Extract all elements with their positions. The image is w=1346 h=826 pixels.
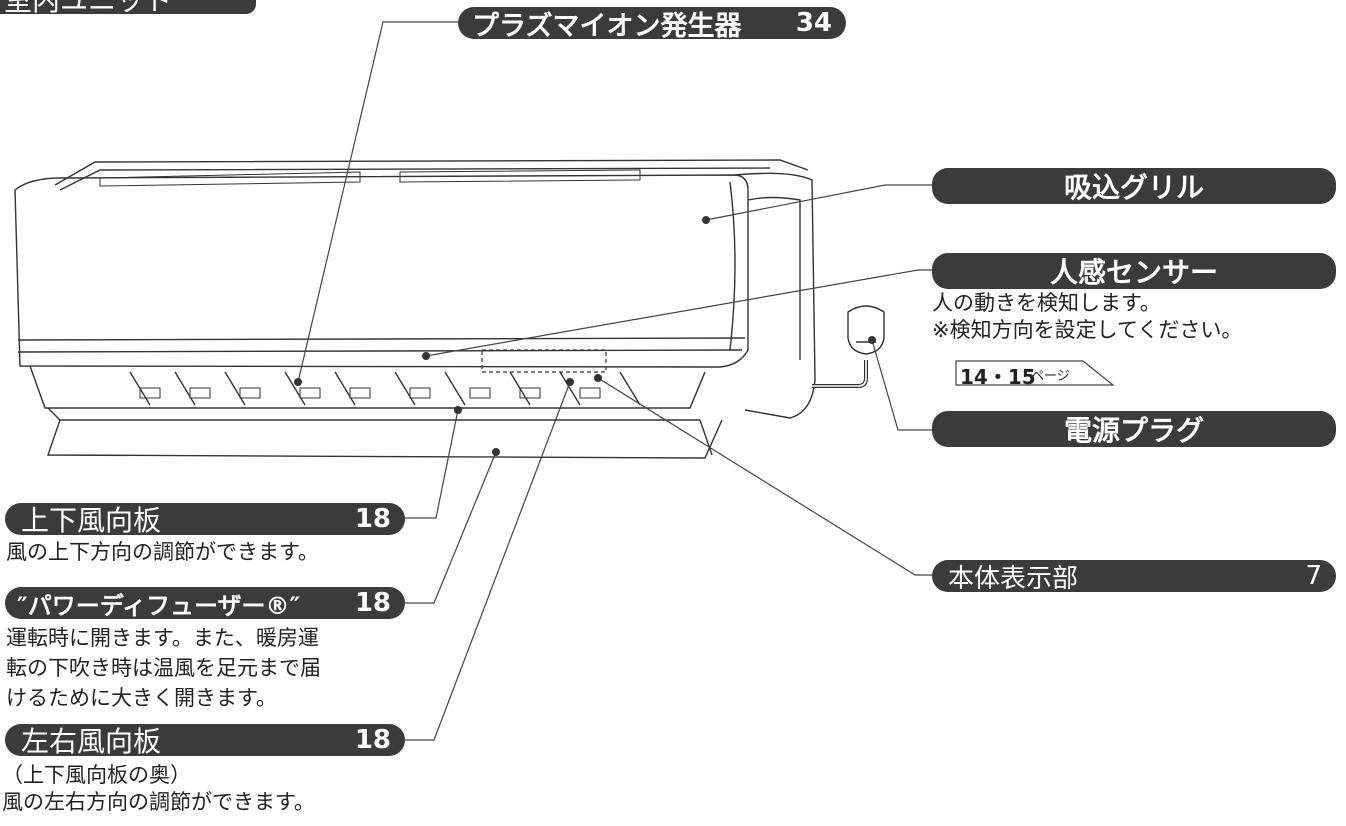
- callout-power-plug: 電源プラグ: [932, 411, 1336, 447]
- plug-label: 電源プラグ: [1063, 414, 1204, 447]
- sensor-ref-unit: ページ: [1031, 369, 1070, 384]
- diffuser-desc-line-3: けるために大きく開きます。: [6, 686, 277, 710]
- plasma-label: プラズマイオン発生器: [472, 10, 742, 42]
- horizontal-vane-desc-line-1: 風の左右方向の調節ができます。: [2, 790, 315, 814]
- callout-plasma-ion-generator: プラズマイオン発生器 34: [458, 7, 846, 42]
- horizontal-vane-sub: （上下風向板の奥）: [2, 763, 191, 787]
- intake-label: 吸込グリル: [1063, 171, 1204, 204]
- vertical-vane-label: 上下風向板: [21, 504, 162, 537]
- page-reference-tab-shape: [955, 360, 1115, 386]
- vertical-vane-description: 風の上下方向の調節ができます。: [6, 539, 319, 566]
- display-page-number: 7: [1305, 561, 1322, 591]
- sensor-label: 人感センサー: [1049, 256, 1218, 289]
- diffuser-desc-line-2: 転の下吹き時は温風を足元まで届: [6, 656, 321, 680]
- vertical-vane-page-number: 18: [354, 504, 391, 534]
- sensor-desc-line-1: 人の動きを検知します。: [932, 291, 1161, 315]
- plasma-page-number: 34: [795, 8, 832, 38]
- diffuser-label: ″パワーディフューザー®″: [17, 591, 301, 620]
- sensor-ref-pages: 14・15: [960, 365, 1036, 389]
- section-title: 室内ユニット: [0, 0, 256, 17]
- horizontal-vane-description: （上下風向板の奥） 風の左右方向の調節ができます。: [2, 762, 315, 816]
- diffuser-page-number: 18: [354, 588, 391, 618]
- vertical-vane-desc-line-1: 風の上下方向の調節ができます。: [6, 540, 319, 564]
- sensor-desc-line-2: ※検知方向を設定してください。: [932, 318, 1243, 342]
- horizontal-vane-page-number: 18: [354, 725, 391, 755]
- diffuser-description: 運転時に開きます。また、暖房運 転の下吹き時は温風を足元まで届 けるために大きく…: [6, 623, 321, 713]
- section-title-text: 室内ユニット: [4, 0, 173, 17]
- horizontal-vane-label: 左右風向板: [21, 725, 162, 758]
- callout-power-diffuser: ″パワーディフューザー®″ 18: [5, 587, 405, 620]
- callout-main-display: 本体表示部 7: [932, 560, 1336, 594]
- diffuser-desc-line-1: 運転時に開きます。また、暖房運: [6, 626, 319, 650]
- callout-intake-grille: 吸込グリル: [932, 168, 1336, 204]
- callout-vertical-vane: 上下風向板 18: [5, 503, 405, 537]
- display-label: 本体表示部: [948, 563, 1079, 594]
- callout-human-sensor: 人感センサー: [932, 253, 1336, 289]
- sensor-description: 人の動きを検知します。 ※検知方向を設定してください。: [932, 290, 1242, 344]
- sensor-page-reference: 14・15 ページ: [955, 360, 1115, 389]
- callout-horizontal-vane: 左右風向板 18: [5, 724, 405, 758]
